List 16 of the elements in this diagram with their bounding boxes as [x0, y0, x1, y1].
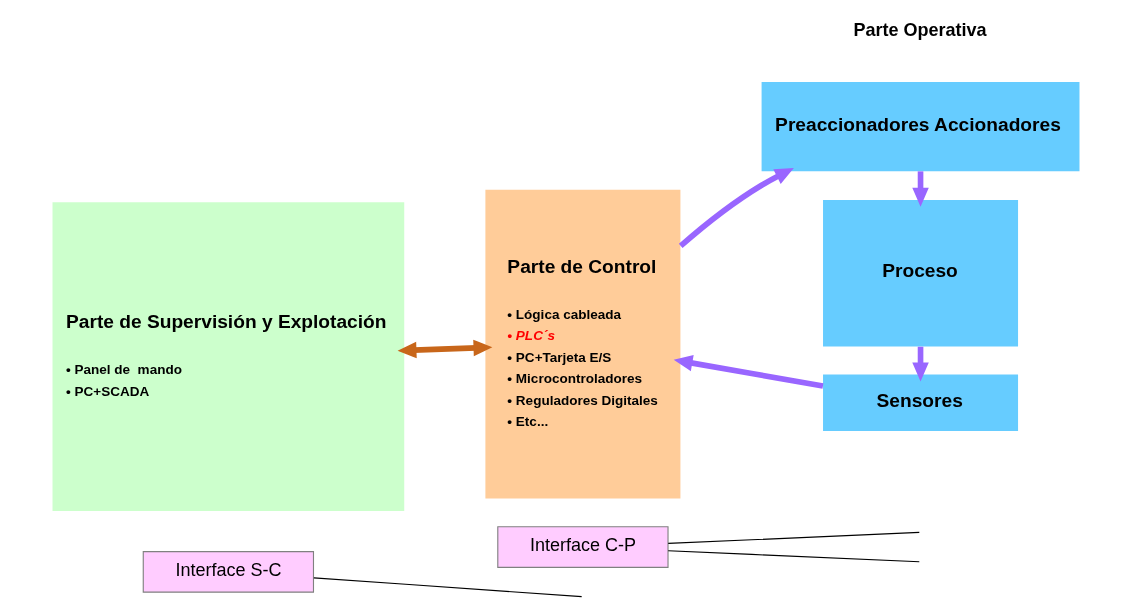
arrow — [397, 339, 492, 359]
connector — [667, 550, 920, 563]
node-box: Interface S-C — [142, 551, 314, 593]
arrow — [911, 171, 929, 207]
node-box: Preaccionadores Accionadores — [761, 82, 1079, 172]
arrow — [678, 168, 794, 249]
node-box: Sensores — [822, 374, 1018, 431]
node-box: Proceso — [822, 199, 1018, 347]
connector — [667, 531, 920, 544]
label: Parte Operativa — [852, 20, 987, 41]
node-box: Parte de Supervisión y Explotación • Panel de mando • PC+SCADA — [52, 202, 404, 511]
arrow — [673, 354, 823, 389]
node-box: Parte de Control • Lógica cableada • PLC´s • PC+Tarjeta E/S • Microcontroladores • Reguladores Digitales • Etc... — [484, 189, 680, 499]
node-box: Interface C-P — [496, 526, 669, 568]
arrow — [911, 346, 929, 382]
connector — [312, 577, 582, 598]
